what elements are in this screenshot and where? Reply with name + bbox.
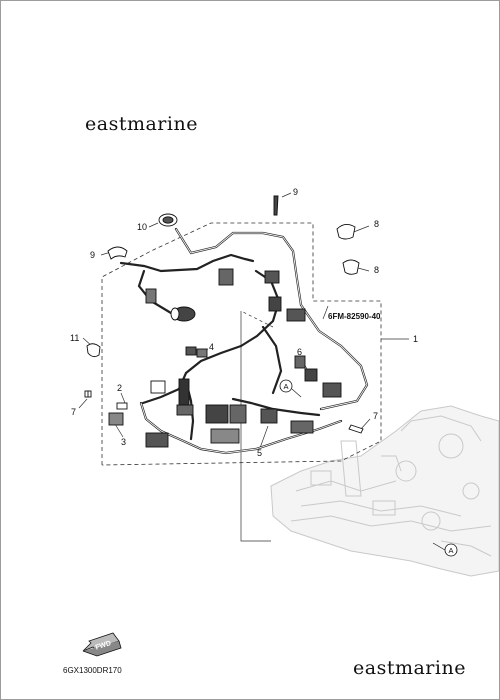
fwd-arrow-icon: FWD: [82, 632, 122, 657]
label-part-5: 5: [257, 448, 262, 458]
assembly-boundary: [101, 222, 382, 466]
svg-text:A: A: [283, 382, 288, 391]
label-part-9-left: 9: [90, 250, 95, 260]
watermark-bottom: eastmarine: [353, 657, 466, 679]
label-part-9-upper: 9: [293, 187, 298, 197]
label-part-11: 11: [70, 333, 79, 343]
part-number-labels: 1 2 3 4 5 6 7 7 8 8 9 9 10 11: [70, 187, 418, 458]
figure-code: 6GX1300DR170: [63, 666, 122, 675]
assembly-part-number: 6FM-82590-40: [328, 312, 381, 321]
connectors: [84, 195, 364, 448]
fwd-label: FWD: [95, 640, 112, 652]
label-part-3: 3: [121, 437, 126, 447]
svg-text:A: A: [448, 546, 453, 555]
watermark-top: eastmarine: [85, 113, 198, 135]
callout-a-harness: A: [279, 379, 302, 398]
harness-wires-light: [140, 228, 368, 454]
label-part-6: 6: [297, 347, 302, 357]
callout-a-engine: A: [432, 542, 458, 557]
label-part-10: 10: [137, 222, 147, 232]
label-part-4: 4: [209, 342, 214, 352]
label-part-7-right: 7: [373, 411, 378, 421]
label-part-1: 1: [413, 334, 418, 344]
label-part-7-left: 7: [71, 407, 76, 417]
label-part-8-upper: 8: [374, 219, 379, 229]
label-part-2: 2: [117, 383, 122, 393]
engine-block-ghost: [270, 405, 499, 577]
label-part-8-lower: 8: [374, 265, 379, 275]
